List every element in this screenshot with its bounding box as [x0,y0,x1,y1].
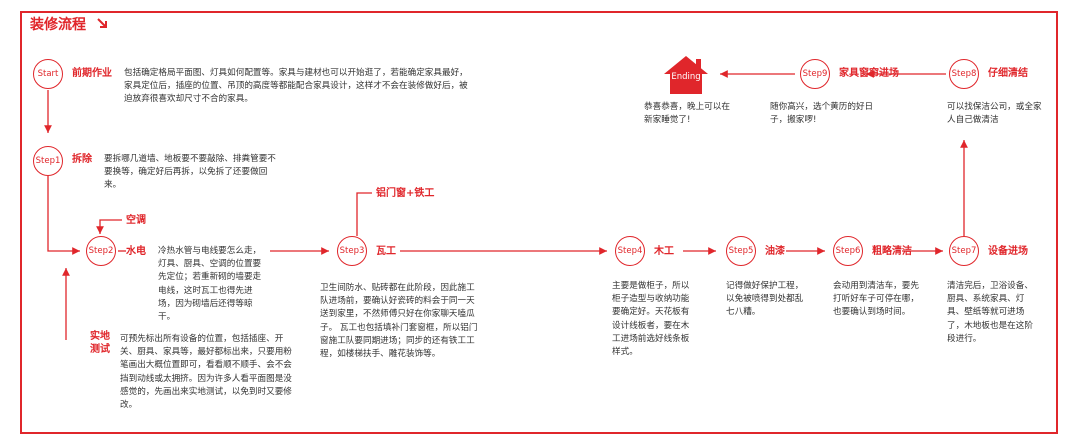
step1-node: Step1 [33,146,63,176]
step-desc-step3: 卫生间防水、贴砖都在此阶段，因此施工队进场前，要确认好瓷砖的料会于同一天送到家里… [320,283,478,360]
arrow-down-right-icon [97,18,107,28]
step-label-step2: 水电 [126,246,146,257]
step-label-step4: 木工 [654,246,674,257]
step-label-step8: 仔细清结 [988,68,1028,79]
step6-node: Step6 [833,236,863,266]
step5-node: Step5 [726,236,756,266]
step-label-step6: 粗略清洁 [872,246,912,257]
step-desc-start: 包括确定格局平面图、灯具如何配置等。家具与建材也可以开始逛了，若能确定家具最好，… [124,68,468,105]
step-desc-ending: 恭喜恭喜，晚上可以在新家睡觉了! [644,102,730,126]
step-desc-step8: 可以找保洁公司，或全家人自己做清洁 [947,102,1042,126]
step-desc-step5: 记得做好保护工程，以免被喷得到处都乱七八糟。 [726,281,804,318]
step7-node: Step7 [949,236,979,266]
step9-node: Step9 [800,59,830,89]
step-label-step5: 油漆 [765,246,785,257]
step2-node: Step2 [86,236,116,266]
diagram-title: 装修流程 [30,17,86,33]
start-node: Start [33,59,63,89]
field-test-label: 实地测试 [90,331,110,355]
ending-node: Ending [662,54,710,96]
aluminum-note: 铝门窗+铁工 [376,188,435,199]
ending-label: Ending [671,72,701,82]
step4-node: Step4 [615,236,645,266]
step-desc-step9: 随你高兴，选个黄历的好日子，搬家啰! [770,102,874,126]
aircon-note: 空调 [126,215,146,226]
step3-node: Step3 [337,236,367,266]
step-label-start: 前期作业 [72,68,112,79]
step-desc-step2: 冷热水管与电线要怎么走，灯具、厨具、空调的位置要先定位；若重新砌的墙要走电线，这… [158,246,262,323]
step-label-step7: 设备进场 [988,246,1028,257]
field-test-desc: 可预先标出所有设备的位置，包括插座、开关、厨具、家具等，最好都标出来，只要用粉笔… [120,334,292,411]
step-desc-step6: 会动用到清洁车，要先打听好车子可停在哪，也要确认到场时间。 [833,281,919,318]
diagram-frame [20,11,1058,434]
step-desc-step4: 主要是做柜子，所以柜子造型与收纳功能要确定好。天花板有设计线板者，要在木工进场前… [612,281,690,358]
house-icon [664,56,708,94]
step-label-step1: 拆除 [72,154,92,165]
step-label-step3: 瓦工 [376,246,396,257]
step8-node: Step8 [949,59,979,89]
step-desc-step7: 清洁完后，卫浴设备、厨具、系统家具、灯具、壁纸等就可进场了，木地板也是在这阶段进… [947,281,1033,344]
step-label-step9: 家具窗帘进场 [839,68,899,79]
step-desc-step1: 要拆哪几道墙、地板要不要敲除、排粪管要不要换等，确定好后再拆，以免拆了还要做回来… [104,154,276,191]
